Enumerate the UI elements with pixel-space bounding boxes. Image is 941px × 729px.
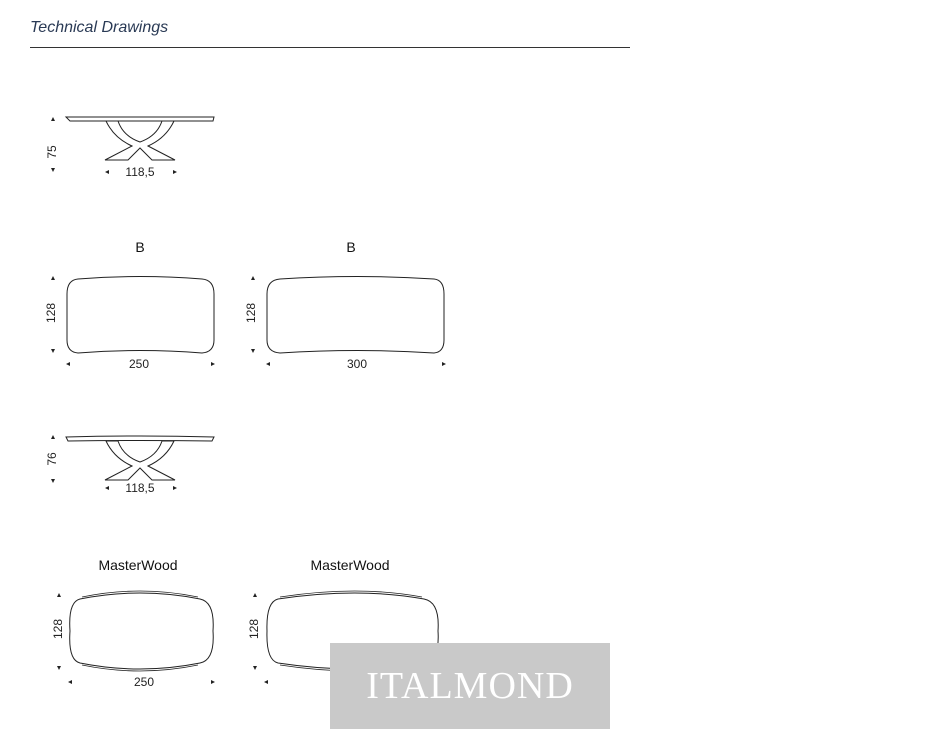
title-divider bbox=[30, 47, 630, 48]
section-title: Technical Drawings bbox=[30, 19, 169, 36]
side-view-drawing-2: 76 118,5 bbox=[45, 435, 215, 495]
side-view-drawing-1: 75 118,5 bbox=[45, 116, 215, 179]
width-label-b-right: 300 bbox=[347, 357, 367, 371]
finish-caption-masterwood-right: MasterWood bbox=[310, 557, 390, 573]
watermark-text: ITALMOND bbox=[366, 665, 574, 707]
depth-label-b-left: 128 bbox=[44, 303, 58, 323]
height-label-1: 75 bbox=[45, 145, 59, 159]
depth-label-b-right: 128 bbox=[244, 303, 258, 323]
watermark-banner: ITALMOND bbox=[330, 643, 610, 729]
finish-caption-masterwood-left: MasterWood bbox=[98, 557, 178, 573]
width-label-masterwood-left: 250 bbox=[134, 675, 154, 689]
depth-label-2: 118,5 bbox=[125, 481, 154, 495]
depth-label-masterwood-left: 128 bbox=[51, 619, 65, 639]
finish-caption-b-right: B bbox=[346, 239, 356, 255]
depth-label-masterwood-right: 128 bbox=[247, 619, 261, 639]
height-label-2: 76 bbox=[45, 452, 59, 466]
top-view-b-drawing: 128 250 128 300 bbox=[44, 276, 446, 371]
depth-label-1: 118,5 bbox=[125, 165, 154, 179]
width-label-b-left: 250 bbox=[129, 357, 149, 371]
finish-caption-b-left: B bbox=[135, 239, 145, 255]
